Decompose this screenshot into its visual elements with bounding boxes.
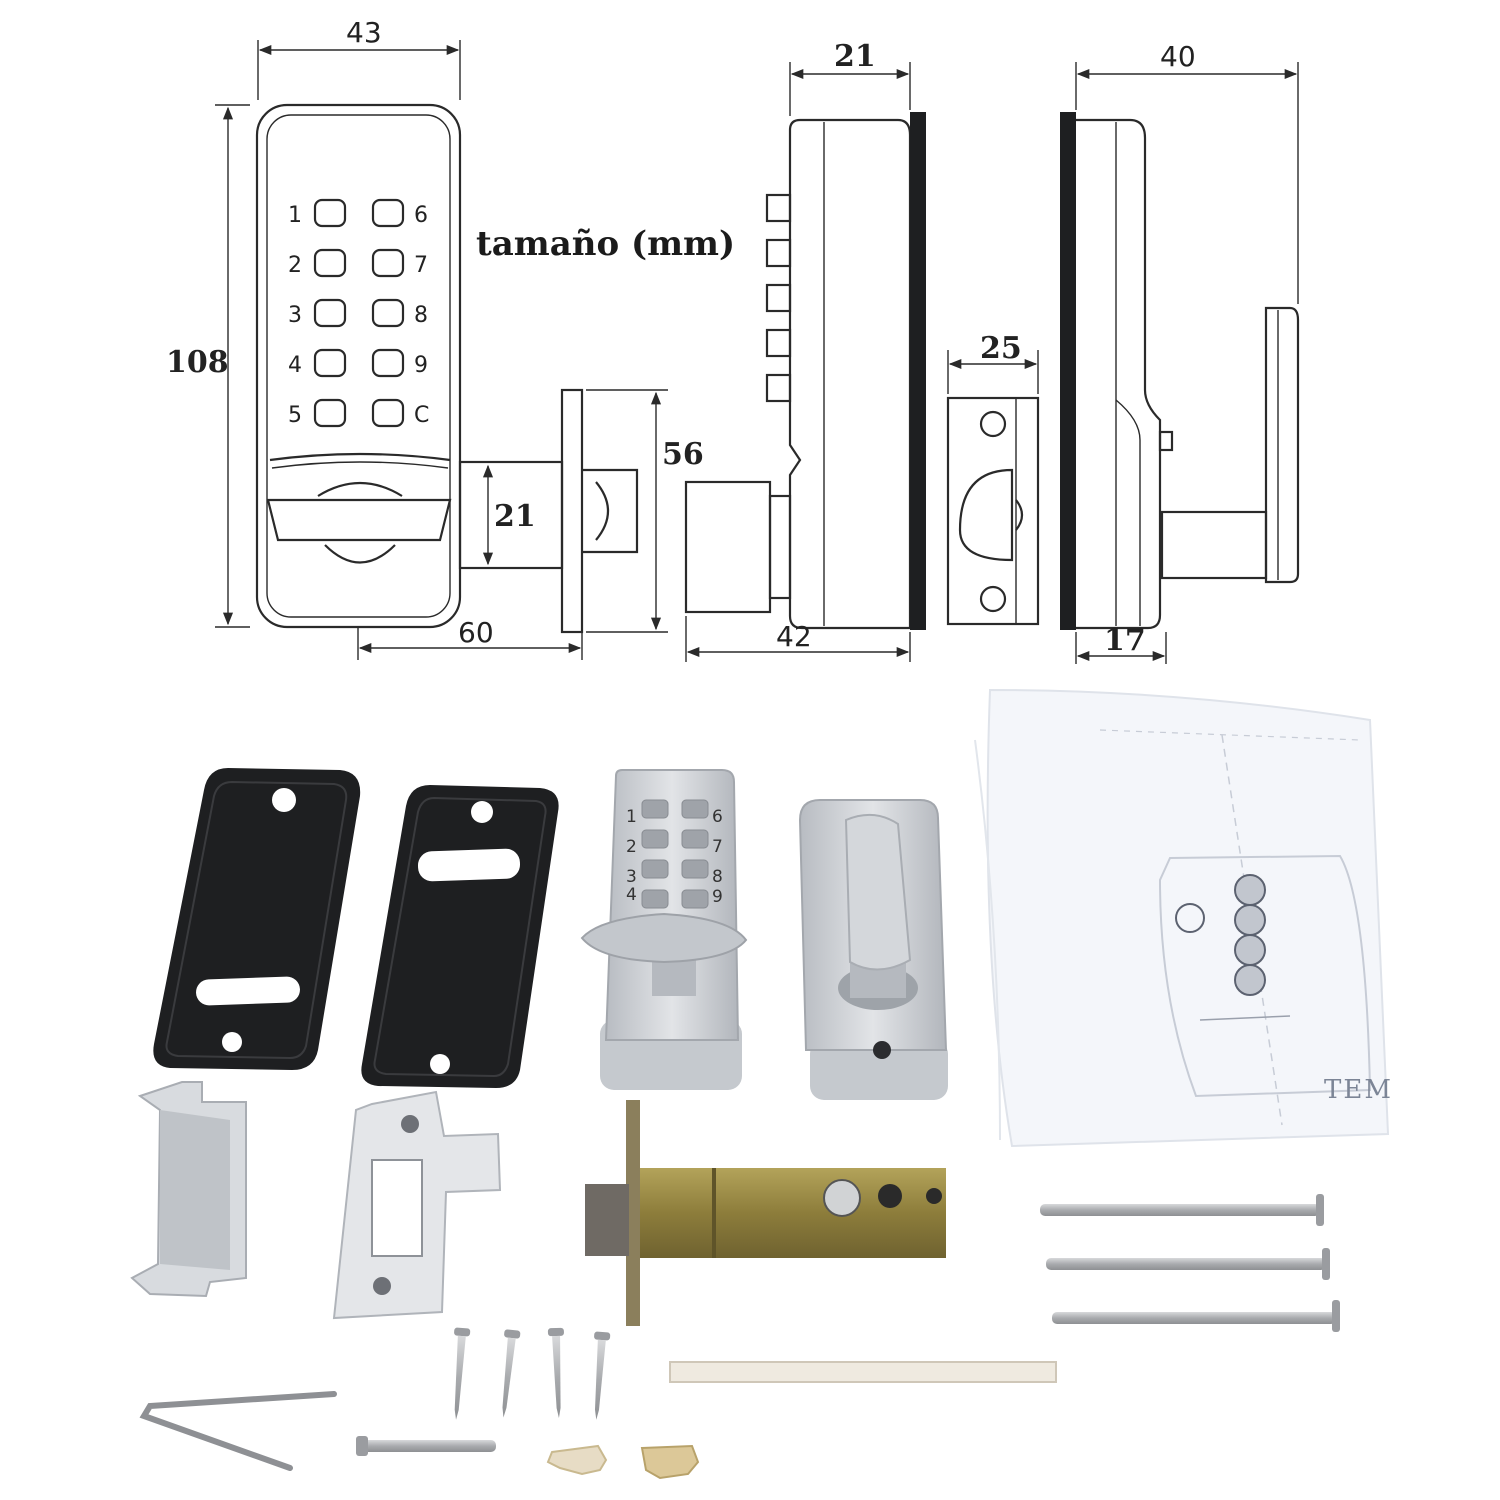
small-spacer — [546, 1444, 608, 1476]
dim-strike-width: 25 — [980, 331, 1022, 366]
dim-side-depth: 21 — [834, 39, 876, 74]
strike-plate-drawing: 25 — [946, 331, 1040, 626]
photo-key-label: 1 — [626, 807, 637, 827]
template-label: TEM — [1324, 1075, 1393, 1105]
spindle-pin — [356, 1436, 496, 1456]
photo-key-label: 4 — [626, 885, 637, 905]
photo-key-label: 8 — [712, 867, 723, 887]
dim-rear-depth: 40 — [1160, 40, 1196, 73]
photo-key-label: 2 — [626, 837, 637, 857]
dim-bolt-height: 21 — [494, 499, 536, 534]
photo-key-label: 9 — [712, 887, 723, 907]
dim-backset: 60 — [458, 616, 494, 649]
strike-plate — [332, 1090, 502, 1320]
key-label: 5 — [288, 403, 302, 428]
key-label: 3 — [288, 303, 302, 328]
key-label: 6 — [414, 203, 428, 228]
latch-bolt — [585, 1100, 946, 1326]
key-label: C — [414, 403, 429, 428]
key-label: 4 — [288, 353, 302, 378]
parts-kit: 1 2 3 4 6 7 8 9 — [130, 688, 1393, 1480]
rear-handle-unit — [798, 799, 948, 1100]
drawing-keypad: 1 2 3 4 5 6 7 8 9 C — [288, 198, 429, 428]
key-label: 9 — [414, 353, 428, 378]
long-screws — [1040, 1194, 1340, 1332]
front-view-drawing: 1 2 3 4 5 6 7 8 9 C 43 108 — [166, 16, 704, 660]
dim-faceplate-height: 56 — [662, 437, 704, 472]
key-label: 8 — [414, 303, 428, 328]
diagram-title: tamaño (mm) — [476, 224, 735, 264]
spindle-bar — [669, 1361, 1057, 1383]
installation-template: TEM — [974, 688, 1393, 1148]
gasket-rear — [361, 785, 559, 1088]
key-label: 7 — [414, 253, 428, 278]
dim-side-total: 42 — [776, 620, 812, 653]
rear-view-drawing: 40 17 — [1060, 40, 1300, 664]
dim-front-width: 43 — [346, 16, 382, 49]
key-label: 2 — [288, 253, 302, 278]
dim-front-height: 108 — [166, 345, 229, 380]
side-view-drawing: 21 42 — [684, 39, 926, 662]
photo-key-label: 6 — [712, 807, 723, 827]
small-spacer-brass — [640, 1444, 700, 1480]
keypad-unit: 1 2 3 4 6 7 8 9 — [580, 769, 748, 1090]
key-label: 1 — [288, 203, 302, 228]
wood-screws — [454, 1327, 611, 1420]
strike-box — [130, 1081, 247, 1298]
photo-key-label: 3 — [626, 867, 637, 887]
dim-rear-spindle: 17 — [1104, 623, 1146, 658]
spring-clip — [139, 1391, 337, 1471]
photo-key-label: 7 — [712, 837, 723, 857]
gasket-front — [153, 768, 361, 1070]
